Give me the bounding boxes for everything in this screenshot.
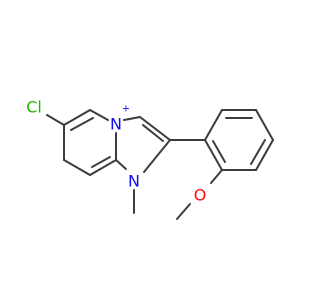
bond-ph1-ph2 <box>204 109 223 141</box>
bond-c8-c8a-inner <box>91 156 111 168</box>
bond-ph4-ph5 <box>255 139 274 171</box>
bond-c3-c2 <box>139 116 171 141</box>
bond-c6-cl <box>46 114 65 126</box>
atom-label-group: Cl N + N O <box>26 98 206 205</box>
bond-oxygen-methyl <box>176 203 191 220</box>
bond-c8-c8a <box>89 159 117 176</box>
bond-c5-c6-inner <box>70 117 94 131</box>
bond-ph6-ph1-inner <box>212 140 226 163</box>
bond-c2-n-methyl <box>143 139 171 173</box>
pyridine-ring <box>46 109 127 176</box>
nitrogen-charge-label: + <box>122 104 130 115</box>
bond-c6-n-plus <box>89 109 109 121</box>
oxygen-label: O <box>194 186 207 205</box>
bond-c3-c2-inner <box>142 124 164 142</box>
bond-ph5-oxygen <box>210 169 223 184</box>
bond-c5-c6 <box>63 109 91 126</box>
bond-n-plus-c3 <box>123 116 141 121</box>
bond-c7-c8 <box>63 159 91 176</box>
molecule-structure-diagram: Cl N + N O <box>26 98 274 220</box>
bond-c8a-n-methyl <box>115 159 127 170</box>
bond-ph3-ph4 <box>255 109 274 141</box>
chlorine-label: Cl <box>26 98 42 117</box>
nitrogen-methylated-label: N <box>128 172 140 191</box>
methoxyphenyl-ring <box>169 109 274 220</box>
bond-ph6-ph1 <box>204 139 223 171</box>
nitrogen-cationic-label: N <box>110 115 122 134</box>
bond-ph4-ph5-inner <box>250 139 266 165</box>
imidazole-ring <box>123 116 171 214</box>
